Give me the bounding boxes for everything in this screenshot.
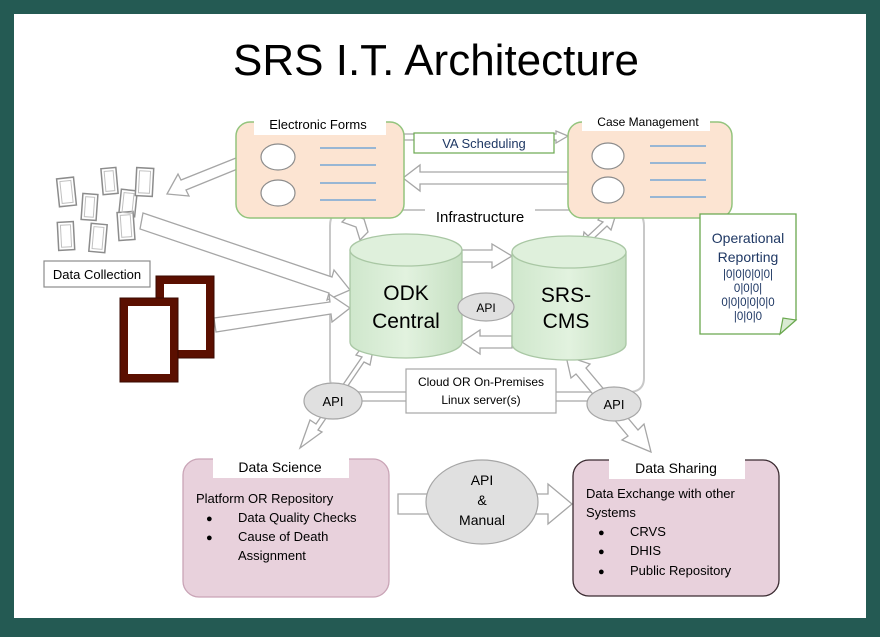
api-center-label: API (476, 301, 495, 315)
electronic-forms-fields (260, 143, 376, 207)
doc-fold (779, 317, 798, 336)
arrow-odk-to-forms (340, 213, 369, 242)
data-sharing-bullet-1: CRVS (630, 524, 666, 539)
data-sharing-line1: Data Exchange with other (586, 486, 736, 501)
infrastructure-label-bg (425, 205, 535, 227)
odk-central-line2: Central (372, 310, 440, 333)
tablet-icon (119, 275, 215, 383)
arrow-case-to-forms (401, 163, 569, 193)
operational-reporting-bits-2: 0|0|0| (734, 283, 762, 295)
electronic-forms-label: Electronic Forms (269, 117, 367, 132)
case-management-label: Case Management (597, 115, 699, 129)
data-sharing-bullet-2: DHIS (630, 543, 661, 558)
bullet: ● (598, 527, 605, 539)
bullet: ● (206, 513, 213, 525)
data-sharing-title: Data Sharing (635, 460, 717, 476)
srs-cms-database (511, 235, 627, 361)
server-box (405, 368, 557, 414)
api-manual-line2: & (477, 492, 487, 508)
arrow-forms-to-collection (165, 157, 241, 197)
api-right-label: API (604, 397, 625, 412)
srs-cms-line1: SRS- (541, 284, 591, 307)
odk-central-line1: ODK (383, 282, 429, 305)
odk-central-database (349, 233, 463, 359)
data-science-bullet-2-cont: Assignment (238, 548, 306, 563)
data-science-bullet-1: Data Quality Checks (238, 510, 357, 525)
server-line2: Linux server(s) (441, 393, 520, 407)
data-science-bullet-2: Cause of Death (238, 529, 328, 544)
api-manual-line3: Manual (459, 512, 505, 528)
api-center-badge (457, 292, 515, 322)
bullet: ● (598, 546, 605, 558)
api-right-badge (586, 386, 642, 422)
operational-reporting-line1: Operational (712, 230, 784, 246)
arrow-odk-to-cms (459, 242, 514, 270)
data-science-title: Data Science (238, 459, 321, 475)
infrastructure-label: Infrastructure (436, 209, 524, 226)
operational-reporting-bits-3: 0|0|0|0|0|0 (721, 297, 774, 309)
api-left-label: API (323, 394, 344, 409)
data-collection-box (43, 260, 151, 288)
arrow-tablet-to-odk (213, 292, 352, 333)
va-scheduling-box (413, 132, 555, 154)
server-line1: Cloud OR On-Premises (418, 375, 544, 389)
operational-reporting-line2: Reporting (718, 249, 779, 265)
electronic-forms-label-bg (254, 113, 386, 135)
srs-cms-line2: CMS (543, 310, 590, 333)
api-manual-line1: API (471, 472, 494, 488)
arrow-collection-to-odk (139, 212, 352, 302)
data-sharing-title-bg (609, 455, 745, 479)
data-science-box (182, 458, 390, 598)
data-collection-label: Data Collection (53, 267, 141, 282)
operational-reporting-bits-1: |0|0|0|0|0| (723, 269, 773, 281)
arrow-cms-to-odk (460, 328, 513, 356)
case-management-label-bg (582, 111, 710, 131)
bullet: ● (206, 532, 213, 544)
api-left-badge (303, 382, 363, 420)
data-sharing-line2: Systems (586, 505, 636, 520)
operational-reporting-bits-4: |0|0|0 (734, 311, 762, 323)
api-manual-badge (425, 459, 539, 545)
case-management-fields (591, 142, 706, 204)
bullet: ● (598, 566, 605, 578)
diagram-title: SRS I.T. Architecture (233, 36, 639, 85)
electronic-forms-box (235, 121, 405, 219)
va-scheduling-label: VA Scheduling (442, 136, 526, 151)
case-management-box (567, 121, 733, 219)
data-science-title-bg (213, 454, 349, 478)
data-science-subtitle: Platform OR Repository (196, 491, 334, 506)
data-sharing-bullet-3: Public Repository (630, 563, 732, 578)
